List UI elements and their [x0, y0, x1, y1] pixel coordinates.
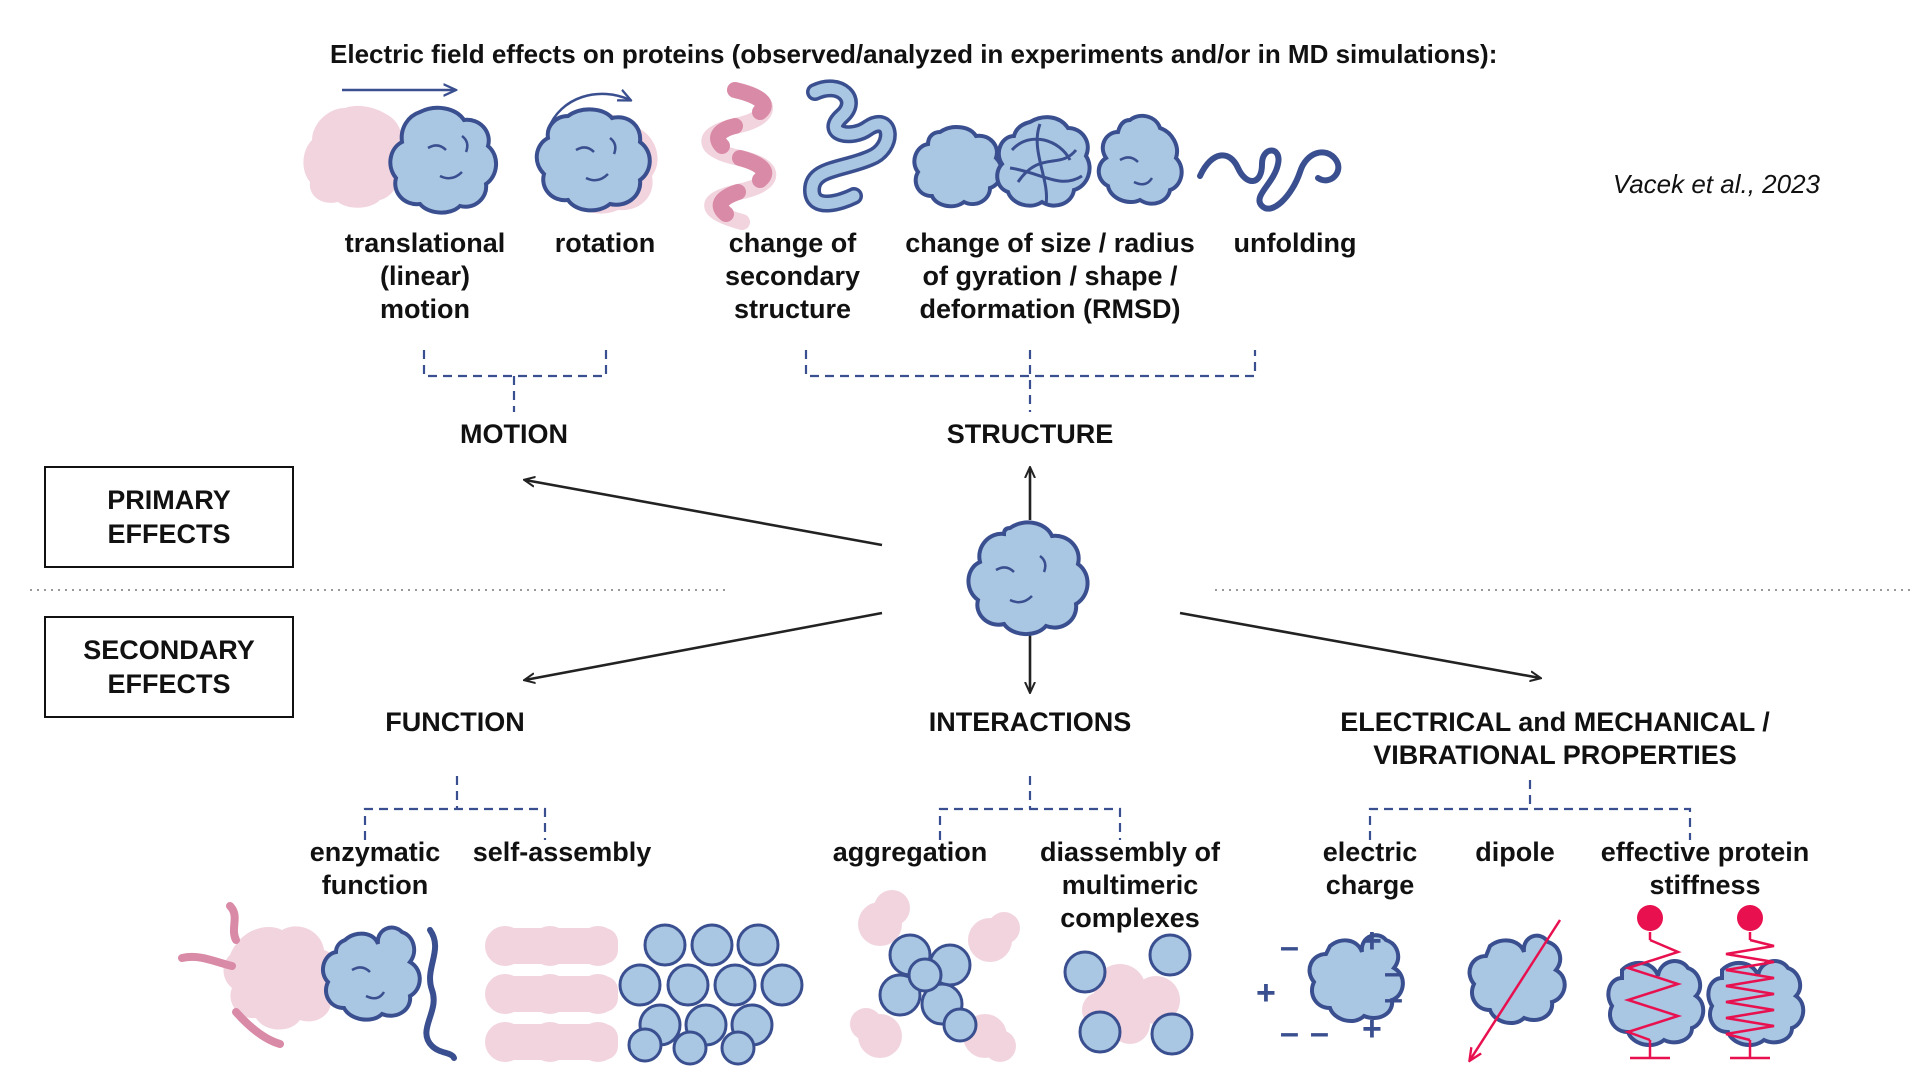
rotation-icon	[534, 94, 658, 214]
label-secondary-structure-change: change of secondary structure	[724, 228, 861, 324]
charge-plus-2: +	[1256, 974, 1276, 1012]
label-disassembly: diassembly of multimeric complexes	[1039, 837, 1221, 933]
label-stiffness: effective protein stiffness	[1600, 837, 1810, 900]
arrow-to-motion	[525, 480, 883, 547]
charge-minus-3: –	[1384, 980, 1403, 1018]
electric-charge-icon: – + + – – – – +	[1256, 922, 1405, 1052]
dashed-connectors	[363, 350, 1692, 840]
aggregation-icon	[850, 890, 1020, 1062]
charge-minus-2: –	[1384, 954, 1403, 992]
label-rotation: rotation	[554, 228, 656, 258]
category-properties: ELECTRICAL and MECHANICAL / VIBRATIONAL …	[1340, 707, 1770, 770]
label-size-shape-change: change of size / radius of gyration / sh…	[905, 228, 1195, 324]
disassembly-icon	[1063, 933, 1194, 1056]
citation: Vacek et al., 2023	[1612, 169, 1820, 199]
label-electric-charge: electric charge	[1322, 837, 1418, 900]
unfolding-icon	[1197, 147, 1342, 212]
arrow-to-function	[525, 611, 883, 680]
secondary-effects-box: SECONDARY EFFECTS	[44, 616, 294, 718]
label-dipole: dipole	[1475, 837, 1555, 867]
charge-minus-5: –	[1310, 1014, 1329, 1052]
label-translational-motion: translational (linear) motion	[344, 228, 506, 324]
label-aggregation: aggregation	[832, 837, 988, 867]
category-interactions: INTERACTIONS	[928, 707, 1132, 737]
arrow-to-properties	[1179, 611, 1540, 678]
category-structure: STRUCTURE	[946, 419, 1114, 449]
charge-plus-1: +	[1362, 922, 1382, 960]
label-enzymatic-function: enzymatic function	[309, 837, 441, 900]
dipole-icon	[1467, 919, 1567, 1060]
category-function: FUNCTION	[385, 707, 525, 737]
central-protein-icon	[966, 520, 1090, 636]
diagram-title: Electric field effects on proteins (obse…	[330, 39, 1498, 69]
charge-minus-1: –	[1280, 928, 1299, 966]
charge-minus-4: –	[1280, 1014, 1299, 1052]
size-shape-icon	[912, 113, 1184, 209]
charge-plus-3: +	[1362, 1010, 1382, 1048]
primary-effects-box: PRIMARY EFFECTS	[44, 466, 294, 568]
stiffness-icon	[1606, 905, 1806, 1060]
effect-arrows	[525, 468, 1540, 692]
enzymatic-function-icon	[178, 902, 457, 1061]
label-unfolding: unfolding	[1233, 228, 1357, 258]
translational-motion-icon	[303, 90, 498, 215]
self-assembly-icon	[485, 923, 804, 1066]
secondary-structure-icon	[701, 79, 897, 230]
label-self-assembly: self-assembly	[472, 837, 652, 867]
category-motion: MOTION	[460, 419, 568, 449]
